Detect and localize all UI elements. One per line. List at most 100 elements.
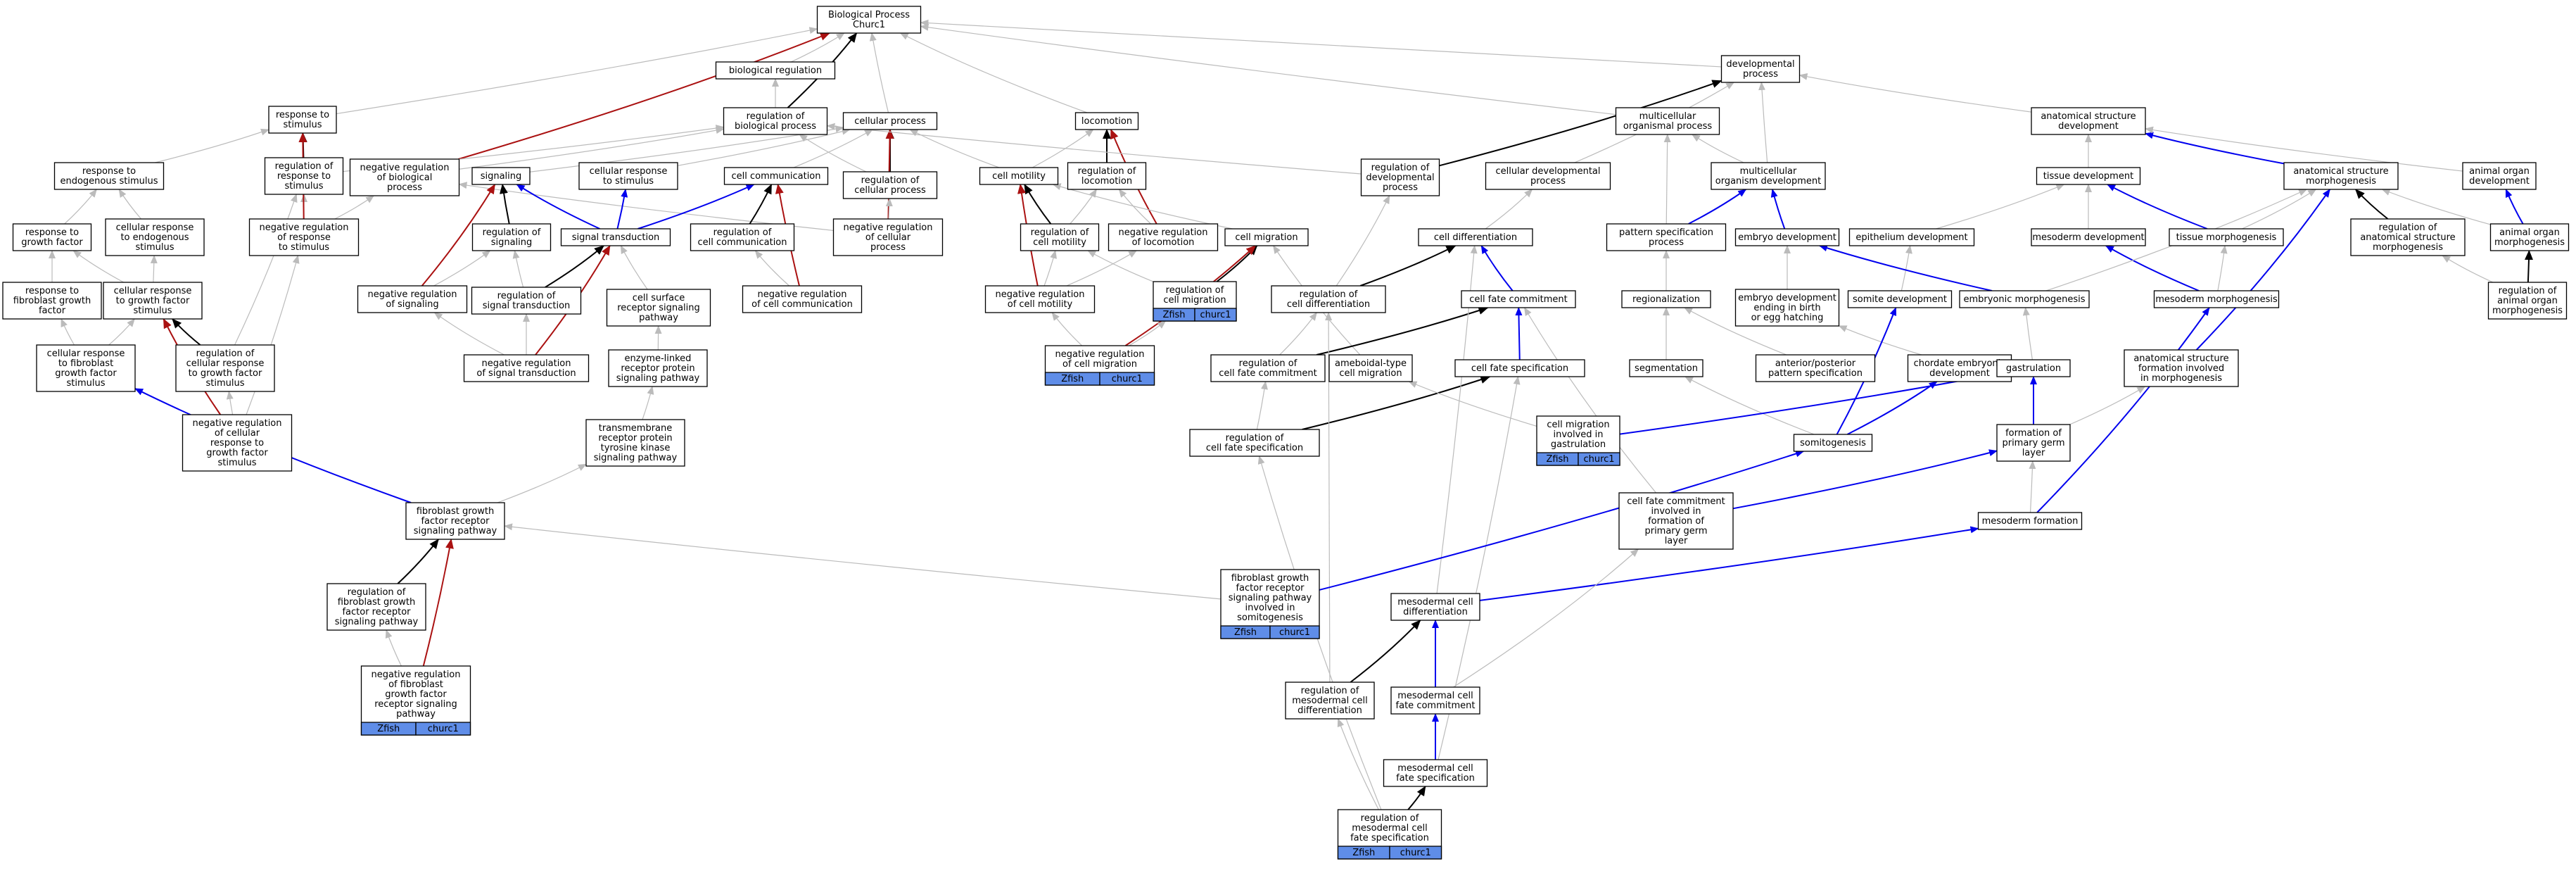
go-term-node-sigtrans[interactable]: signal transduction <box>561 229 671 246</box>
go-term-node-cellfatespec[interactable]: cell fate specification <box>1455 360 1585 377</box>
go-term-node-embmorph[interactable]: embryonic morphogenesis <box>1960 291 2089 308</box>
go-term-node-cellmig[interactable]: cell migration <box>1225 229 1308 246</box>
go-term-node-segmentation[interactable]: segmentation <box>1630 360 1703 377</box>
go-term-node-cellcomm[interactable]: cell communication <box>725 168 828 184</box>
annotation-source-label[interactable]: Zfish <box>377 724 400 734</box>
annotation-gene-label[interactable]: churc1 <box>428 724 459 734</box>
go-term-node-bioreg[interactable]: biological regulation <box>716 62 835 79</box>
annotation-source-label[interactable]: Zfish <box>1162 310 1185 320</box>
go-term-node-signaling[interactable]: signaling <box>472 168 530 184</box>
annotation-gene-label[interactable]: churc1 <box>1400 848 1431 858</box>
annotation-gene-label[interactable]: churc1 <box>1279 627 1310 638</box>
annotation-gene-label[interactable]: churc1 <box>1200 310 1231 320</box>
go-term-node-somitogenesis[interactable]: somitogenesis <box>1794 434 1872 451</box>
go-term-node-epidev[interactable]: epithelium development <box>1850 229 1974 246</box>
annotation-source-label[interactable]: Zfish <box>1546 454 1568 465</box>
annotation-source-label[interactable]: Zfish <box>1061 374 1084 384</box>
go-term-node-locomotion[interactable]: locomotion <box>1076 113 1138 130</box>
go-term-node-celldiff[interactable]: cell differentiation <box>1419 229 1533 246</box>
annotation-source-label[interactable]: Zfish <box>1234 627 1257 638</box>
go-term-node-mesodev[interactable]: mesoderm development <box>2031 229 2145 246</box>
go-term-node-cellfatecom[interactable]: cell fate commitment <box>1461 291 1575 308</box>
annotation-source-label[interactable]: Zfish <box>1352 848 1375 858</box>
go-term-node-tissuedev[interactable]: tissue development <box>2037 168 2140 184</box>
go-term-node-mesoform[interactable]: mesoderm formation <box>1979 513 2082 529</box>
annotation-gene-label[interactable]: churc1 <box>1583 454 1614 465</box>
go-term-node-cellproc[interactable]: cellular process <box>844 113 937 130</box>
go-term-node-tissmorph[interactable]: tissue morphogenesis <box>2169 229 2283 246</box>
go-term-node-cellmot[interactable]: cell motility <box>980 168 1058 184</box>
go-term-node-mesomorph[interactable]: mesoderm morphogenesis <box>2155 291 2279 308</box>
go-term-node-regionalization[interactable]: regionalization <box>1622 291 1711 308</box>
go-term-node-embdev[interactable]: embryo development <box>1736 229 1839 246</box>
annotation-gene-label[interactable]: churc1 <box>1112 374 1143 384</box>
go-term-node-somitedev[interactable]: somite development <box>1848 291 1952 308</box>
go-term-node-gastrulation[interactable]: gastrulation <box>1997 360 2070 377</box>
